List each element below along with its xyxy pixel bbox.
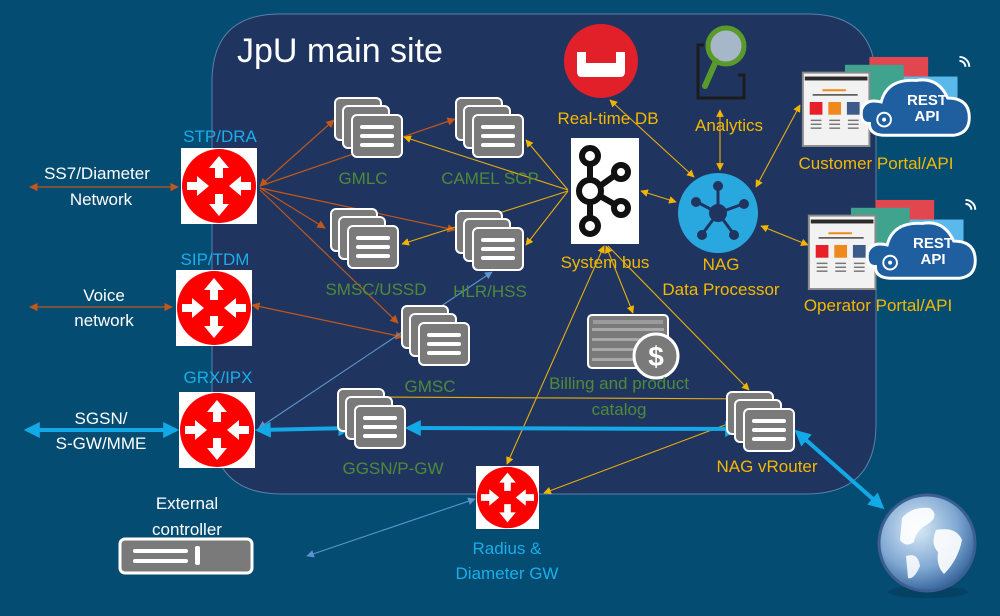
svg-text:API: API [920, 251, 945, 268]
platform-operator-portal[interactable]: REST API Operator Portal/API [804, 198, 977, 315]
platform-nag-vrouter[interactable]: NAG vRouter [716, 391, 818, 476]
svg-text:Customer Portal/API: Customer Portal/API [799, 154, 954, 173]
edge-stp-smsc [259, 187, 326, 229]
platform-realtime-db[interactable]: Real-time DB [557, 24, 659, 128]
svg-text:Analytics: Analytics [695, 116, 763, 135]
svg-text:controller: controller [152, 520, 222, 539]
edge-grx-ggsn [254, 420, 355, 438]
hub-network-icon [678, 173, 758, 253]
couchbase-db-icon [564, 24, 638, 98]
kafka-bus-icon [571, 138, 639, 244]
internet-globe[interactable] [877, 493, 977, 598]
svg-text:Billing and product: Billing and product [549, 374, 689, 393]
external-voice-network: Voice network [74, 286, 134, 330]
platform-analytics[interactable]: Analytics [695, 25, 763, 135]
edge-bus-nag [640, 189, 677, 204]
svg-text:network: network [74, 311, 134, 330]
svg-text:Data Processor: Data Processor [662, 280, 779, 299]
platform-nag-data-processor[interactable]: NAG Data Processor [662, 173, 780, 299]
edge-stp-gmlc [259, 119, 335, 187]
svg-text:GGSN/P-GW: GGSN/P-GW [342, 459, 443, 478]
svg-text:Diameter GW: Diameter GW [456, 564, 559, 583]
svg-text:Real-time DB: Real-time DB [557, 109, 658, 128]
svg-text:NAG: NAG [703, 255, 740, 274]
svg-text:System bus: System bus [561, 253, 650, 272]
controller-device-icon [118, 537, 254, 575]
external-controller[interactable]: External controller [118, 494, 254, 575]
svg-text:REST: REST [907, 92, 947, 109]
router-icon [176, 270, 252, 346]
svg-text:GRX/IPX: GRX/IPX [184, 368, 253, 387]
gateway-stp-dra[interactable]: STP/DRA [181, 127, 257, 224]
svg-text:S-GW/MME: S-GW/MME [56, 434, 147, 453]
svg-text:CAMEL SCP: CAMEL SCP [441, 169, 539, 188]
svg-text:API: API [914, 108, 939, 125]
node-billing-catalog[interactable]: $ Billing and product catalog [549, 314, 689, 419]
router-icon [179, 392, 255, 468]
edges-data [23, 420, 885, 510]
node-gmsc[interactable]: GMSC [401, 305, 470, 396]
edge-bus-camel [525, 139, 569, 191]
svg-text:SIP/TDM: SIP/TDM [181, 250, 250, 269]
edge-grx-hlr [258, 271, 493, 429]
svg-text:External: External [156, 494, 218, 513]
svg-text:GMLC: GMLC [338, 169, 387, 188]
svg-text:STP/DRA: STP/DRA [183, 127, 257, 146]
external-ss7-network: SS7/Diameter Network [44, 164, 150, 209]
edge-nag-operator [760, 225, 809, 246]
svg-text:SS7/Diameter: SS7/Diameter [44, 164, 150, 183]
gateway-grx-ipx[interactable]: GRX/IPX [179, 368, 255, 468]
svg-text:catalog: catalog [592, 400, 647, 419]
router-icon [181, 148, 257, 224]
platform-system-bus[interactable]: System bus [561, 138, 650, 272]
svg-text:SGSN/: SGSN/ [75, 409, 128, 428]
edge-vrouter-internet [794, 429, 885, 510]
edge-bus-hlr [525, 190, 569, 246]
svg-text:Radius &: Radius & [473, 539, 543, 558]
svg-text:REST: REST [913, 235, 953, 252]
node-camel-scp[interactable]: CAMEL SCP [441, 97, 539, 188]
node-ggsn-pgw[interactable]: GGSN/P-GW [337, 388, 444, 478]
edge-nag-customer [755, 104, 801, 188]
gateway-sip-tdm[interactable]: SIP/TDM [176, 250, 252, 346]
router-icon [476, 466, 539, 529]
platform-customer-portal[interactable]: REST API Customer Portal/API [799, 55, 971, 173]
node-gmlc[interactable]: GMLC [334, 97, 403, 188]
edge-ggsn-vrouter-data [404, 420, 742, 437]
edges-ip [258, 271, 493, 558]
svg-text:Operator Portal/API: Operator Portal/API [804, 296, 952, 315]
edge-controller-radius [306, 497, 476, 558]
edge-bus-billing [605, 245, 634, 314]
svg-text:SMSC/USSD: SMSC/USSD [325, 280, 426, 299]
svg-text:Network: Network [70, 190, 133, 209]
billing-dollar-icon: $ [587, 314, 680, 380]
magnifier-analytics-icon [696, 25, 747, 100]
edge-db-nag [609, 99, 695, 178]
node-hlr-hss[interactable]: HLR/HSS [453, 210, 527, 301]
external-sgsn: SGSN/ S-GW/MME [56, 409, 147, 453]
svg-text:$: $ [648, 341, 664, 372]
svg-text:NAG vRouter: NAG vRouter [716, 457, 817, 476]
edge-bus-vrouter [607, 245, 750, 391]
edge-bus-gmlc [403, 135, 569, 191]
node-smsc-ussd[interactable]: SMSC/USSD [325, 208, 427, 299]
site-title: JpU main site [237, 32, 443, 70]
svg-text:HLR/HSS: HLR/HSS [453, 282, 527, 301]
gateway-radius-diameter[interactable]: Radius & Diameter GW [456, 466, 559, 583]
svg-text:GMSC: GMSC [405, 377, 456, 396]
svg-text:Voice: Voice [83, 286, 125, 305]
